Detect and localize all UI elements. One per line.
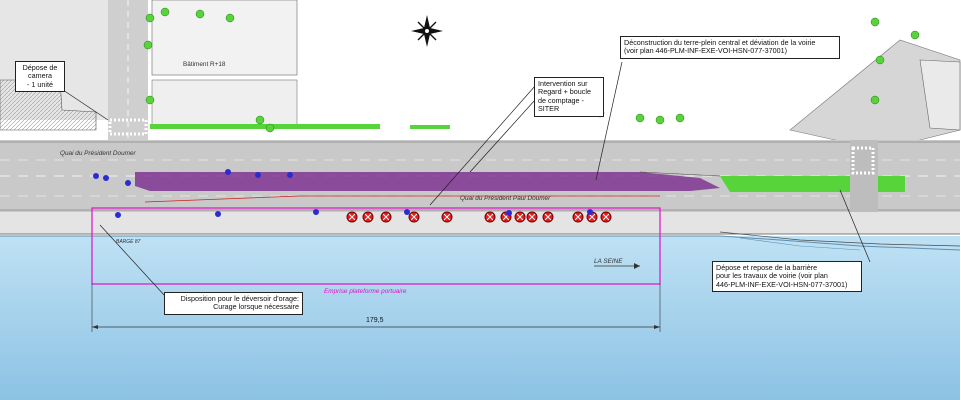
tree-icon bbox=[145, 13, 155, 23]
leader-lines bbox=[59, 61, 871, 297]
building-label: Bâtiment R+18 bbox=[183, 61, 226, 68]
dimension-label: 179,5 bbox=[366, 317, 384, 324]
street-vertical-right bbox=[850, 140, 878, 212]
right-building bbox=[919, 59, 961, 131]
crosswalk-left bbox=[108, 118, 148, 136]
dimension-line bbox=[91, 284, 661, 332]
removal-marker-icon bbox=[526, 211, 538, 223]
tree-icon bbox=[870, 17, 880, 27]
callout-terreplein: Déconstruction du terre-plein central et… bbox=[620, 36, 840, 59]
tree-icon bbox=[655, 115, 665, 125]
blue-point-icon bbox=[225, 169, 231, 175]
removal-marker-icon bbox=[346, 211, 358, 223]
road-deviation-zone bbox=[135, 172, 720, 191]
quay-edge bbox=[0, 235, 961, 251]
ramp bbox=[719, 231, 961, 247]
blue-point-icon bbox=[287, 172, 293, 178]
callout-camera-removal: Dépose de camera - 1 unité bbox=[15, 61, 65, 93]
removal-marker-icon bbox=[600, 211, 612, 223]
blue-point-icon bbox=[125, 180, 131, 186]
blue-point-icon bbox=[93, 173, 99, 179]
street-label-lower: Quai du Président Paul Doumer bbox=[460, 195, 551, 202]
blue-point-icon bbox=[255, 172, 261, 178]
kerb-line bbox=[144, 195, 660, 203]
crosswalk-right bbox=[851, 146, 875, 175]
tree-icon bbox=[265, 123, 275, 133]
removal-marker-icon bbox=[380, 211, 392, 223]
tree-icon bbox=[160, 7, 170, 17]
tree-icon bbox=[635, 113, 645, 123]
removal-marker-icon bbox=[514, 211, 526, 223]
tree-icon bbox=[675, 113, 685, 123]
callout-regard-siter: Intervention sur Regard + boucle de comp… bbox=[534, 77, 604, 117]
barge-tag: BARGE 87 bbox=[116, 239, 141, 245]
green-strip-upper bbox=[150, 124, 380, 129]
tree-icon bbox=[255, 115, 265, 125]
removal-marker-icon bbox=[362, 211, 374, 223]
tree-icon bbox=[145, 95, 155, 105]
blue-point-icon bbox=[587, 209, 593, 215]
tree-icon bbox=[875, 55, 885, 65]
removal-marker-icon bbox=[500, 211, 512, 223]
tree-icon bbox=[225, 13, 235, 23]
platform-label: Emprise plateforme portuaire bbox=[324, 288, 407, 295]
removal-marker-icon bbox=[484, 211, 496, 223]
tree-icon bbox=[870, 95, 880, 105]
removal-marker-icon bbox=[441, 211, 453, 223]
blue-point-icon bbox=[115, 212, 121, 218]
platform-outline bbox=[91, 207, 661, 285]
markers-layer bbox=[93, 169, 612, 223]
street-label-upper: Quai du Président Doumer bbox=[60, 150, 136, 157]
tree-icon bbox=[910, 30, 920, 40]
removal-marker-icon bbox=[408, 211, 420, 223]
tree-icon bbox=[143, 40, 153, 50]
tree-icon bbox=[195, 9, 205, 19]
callout-barriere: Dépose et repose de la barrière pour les… bbox=[712, 261, 862, 293]
river-label: LA SEINE bbox=[594, 258, 623, 265]
trees-layer bbox=[143, 7, 920, 133]
callout-deversoir: Disposition pour le déversoir d'orage: C… bbox=[164, 292, 303, 315]
removal-marker-icon bbox=[572, 211, 584, 223]
building-r18 bbox=[151, 0, 298, 76]
blue-point-icon bbox=[215, 211, 221, 217]
building-lower bbox=[151, 79, 298, 126]
river-flow-arrow bbox=[594, 263, 640, 269]
north-arrow-icon bbox=[411, 15, 443, 47]
blue-point-icon bbox=[313, 209, 319, 215]
blue-point-icon bbox=[506, 210, 512, 216]
blue-point-icon bbox=[404, 209, 410, 215]
removal-marker-icon bbox=[542, 211, 554, 223]
lower-sidewalk bbox=[0, 212, 960, 234]
green-strip-upper-2 bbox=[410, 125, 450, 129]
blue-point-icon bbox=[103, 175, 109, 181]
